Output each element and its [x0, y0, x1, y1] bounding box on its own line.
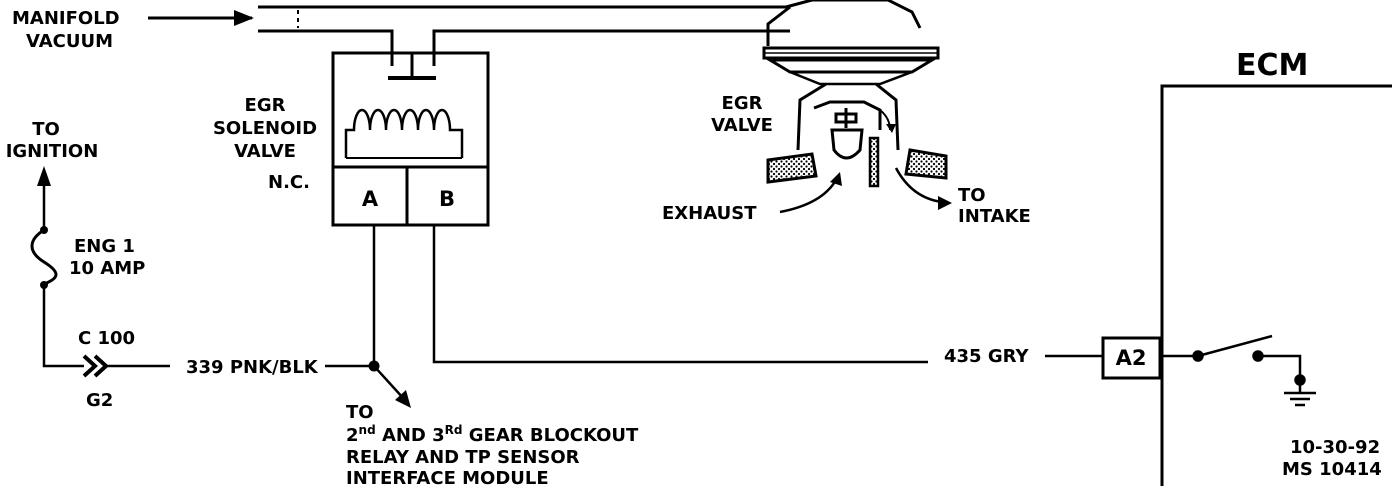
destination-sup2: Rd: [445, 423, 463, 437]
ecm-label: ECM: [1236, 48, 1308, 83]
normally-closed-label: N.C.: [268, 172, 310, 193]
egr-valve-label: EGR VALVE: [711, 93, 773, 136]
solenoid-coil: [344, 108, 464, 158]
solenoid-label-line3: VALVE: [234, 141, 296, 162]
destination-line3: INTERFACE MODULE: [346, 468, 549, 486]
destination-rest: GEAR BLOCKOUT: [463, 425, 640, 446]
ecm-pin-a2-label: A2: [1116, 346, 1147, 370]
intake-flow: TO INTAKE: [894, 167, 1031, 227]
fuse-eng1: ENG 1 10 AMP: [30, 226, 145, 289]
fuse-label-line1: ENG 1: [74, 236, 135, 257]
destination-mid: AND 3: [376, 425, 445, 446]
ground-symbol: [1284, 384, 1316, 407]
to-ignition-line2: IGNITION: [6, 141, 99, 162]
fuse-label-line2: 10 AMP: [69, 258, 145, 279]
to-intake-line2: INTAKE: [958, 206, 1031, 227]
figure-date: 10-30-92: [1290, 437, 1380, 458]
connector-c100-label: C 100: [78, 328, 135, 349]
wire-339-label: 339 PNK/BLK: [186, 357, 319, 378]
solenoid-label-line2: SOLENOID: [213, 118, 317, 139]
destination-sup1: nd: [359, 423, 376, 437]
manifold-label-line1: MANIFOLD: [12, 8, 120, 29]
to-ignition-line1: TO: [32, 119, 60, 140]
ignition-arrow: [37, 166, 51, 228]
to-intake-line1: TO: [958, 185, 986, 206]
destination-to: TO: [346, 402, 374, 423]
egr-valve-label-line2: VALVE: [711, 115, 773, 136]
wire-ignition-feed: [42, 285, 84, 368]
ecm-module: ECM A2: [1101, 48, 1392, 486]
terminal-a-label: A: [362, 187, 379, 211]
destination-num1: 2: [346, 425, 359, 446]
blockout-arrow: [373, 365, 411, 408]
exhaust-label: EXHAUST: [662, 203, 757, 224]
connector-c100: C 100 G2: [78, 328, 135, 411]
manifold-arrow: [148, 10, 254, 26]
connector-g2-label: G2: [86, 390, 113, 411]
vacuum-label-line2: VACUUM: [26, 31, 113, 52]
wire-339: [106, 225, 376, 368]
destination-label: TO 2nd AND 3Rd GEAR BLOCKOUT RELAY AND T…: [346, 402, 639, 486]
figure-ms-code: MS 10414: [1282, 459, 1382, 480]
to-ignition-label: TO IGNITION: [6, 119, 99, 162]
terminal-b-label: B: [439, 187, 455, 211]
exhaust-flow: EXHAUST: [662, 172, 842, 224]
egr-valve: [762, 0, 948, 188]
figure-reference: 10-30-92 MS 10414: [1282, 437, 1382, 480]
wire-435: [432, 225, 1103, 364]
solenoid-label: EGR SOLENOID VALVE N.C.: [213, 95, 317, 193]
egr-valve-label-line1: EGR: [722, 93, 763, 114]
wire-435-label: 435 GRY: [944, 346, 1029, 367]
ecm-pin-a2: [1101, 336, 1162, 380]
destination-line2: RELAY AND TP SENSOR: [346, 447, 580, 468]
destination-line1: 2nd AND 3Rd GEAR BLOCKOUT: [346, 423, 639, 446]
vacuum-hose: [258, 5, 790, 66]
egr-solenoid-valve: A B: [331, 51, 490, 227]
ecm-internal-switch: [1162, 334, 1306, 386]
solenoid-label-line1: EGR: [245, 95, 286, 116]
manifold-vacuum-label: MANIFOLD VACUUM: [12, 8, 120, 52]
